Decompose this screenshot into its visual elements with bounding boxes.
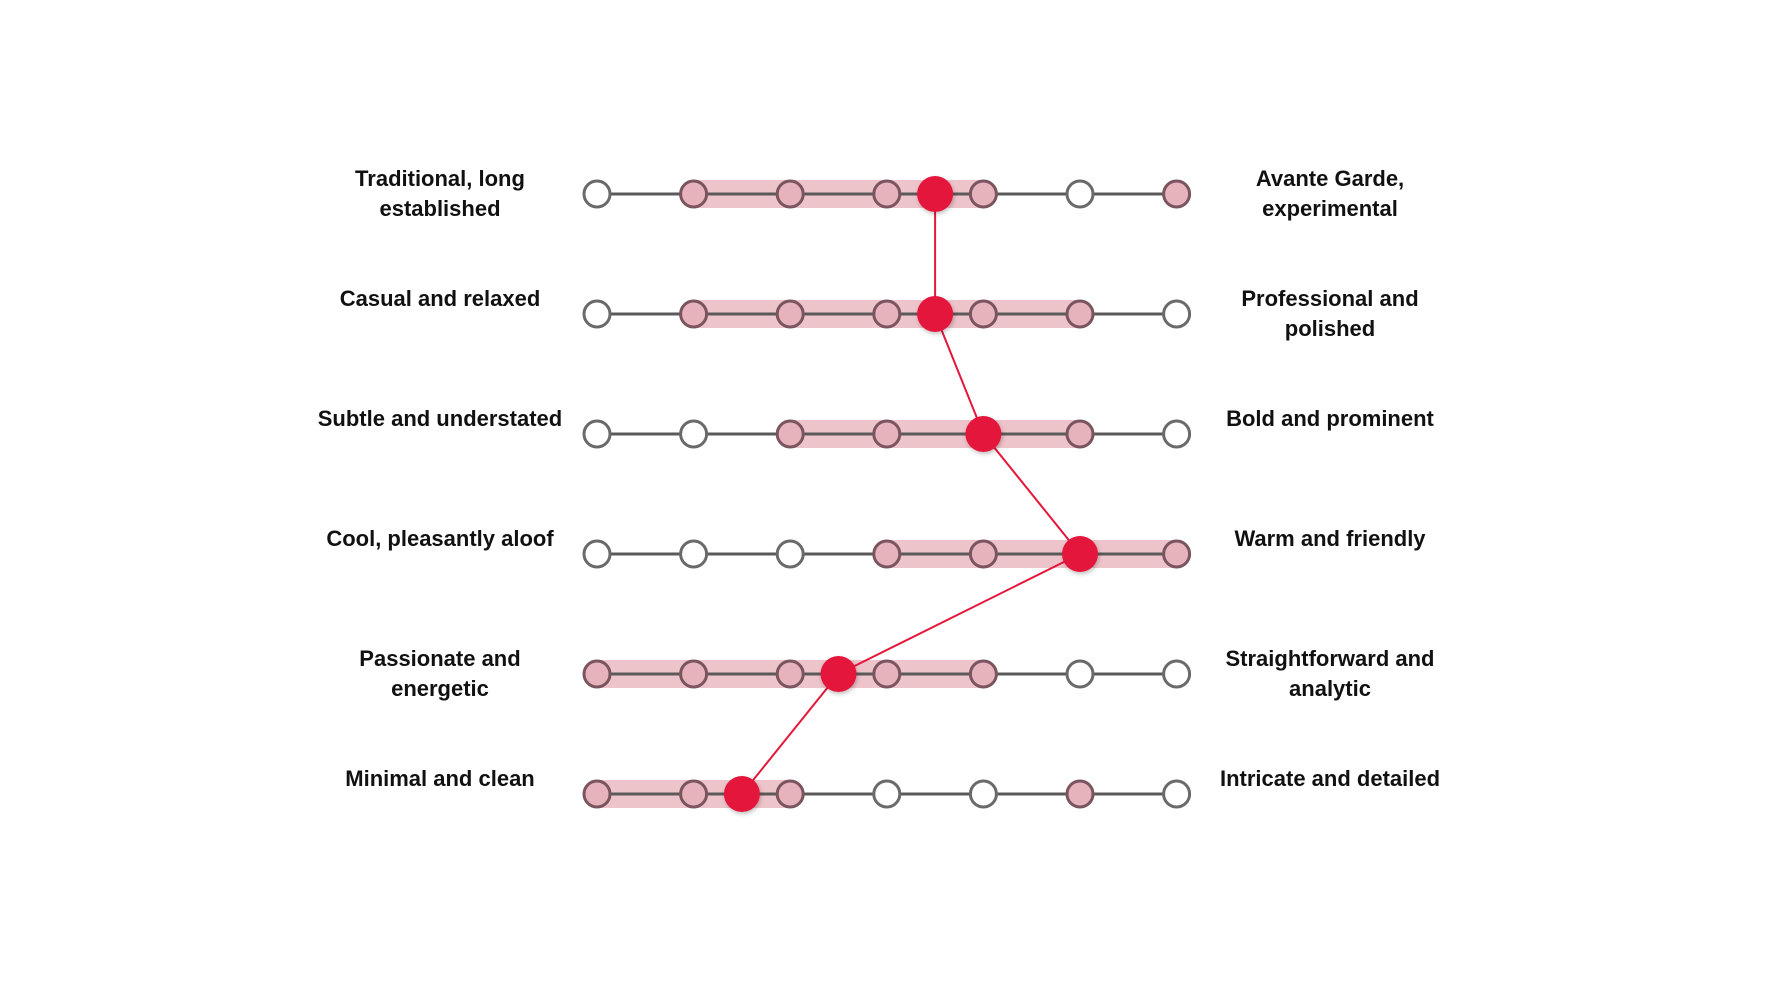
row-5-step-dot-6	[1162, 779, 1192, 809]
row-1-step-dot-5	[1065, 299, 1095, 329]
row-3-step-dot-0	[582, 539, 612, 569]
row-4-left-label: Passionate and energetic	[359, 646, 521, 701]
row-1-right-label: Professional and polished	[1241, 286, 1419, 341]
row-5-right-label: Intricate and detailed	[1219, 766, 1441, 791]
step-dots	[582, 179, 1192, 809]
row-3-step-dot-1	[679, 539, 709, 569]
row-3-value-marker	[1062, 536, 1098, 572]
row-5-step-dot-3	[872, 779, 902, 809]
row-1-left-label: Casual and relaxed	[339, 286, 541, 311]
row-1-step-dot-3	[872, 299, 902, 329]
row-1-step-dot-6	[1162, 299, 1192, 329]
row-4-step-dot-1	[679, 659, 709, 689]
row-2-step-dot-5	[1065, 419, 1095, 449]
row-5-left-label: Minimal and clean	[345, 766, 535, 791]
row-2-value-marker	[965, 416, 1002, 452]
row-2-right-label: Bold and prominent	[1226, 406, 1434, 431]
row-3-step-dot-3	[872, 539, 902, 569]
row-5-step-dot-5	[1065, 779, 1095, 809]
row-4-step-dot-3	[872, 659, 902, 689]
row-5-step-dot-0	[582, 779, 612, 809]
row-3-step-dot-2	[775, 539, 805, 569]
row-0-step-dot-2	[775, 179, 805, 209]
row-2-step-dot-2	[775, 419, 805, 449]
row-3-step-dot-4	[968, 539, 998, 569]
row-3-left-label: Cool, pleasantly aloof	[326, 526, 554, 551]
row-3-right-label: Warm and friendly	[1234, 526, 1426, 551]
row-5-step-dot-2	[775, 779, 805, 809]
row-4-step-dot-4	[968, 659, 998, 689]
row-1-value-marker	[917, 296, 954, 332]
range-bands	[597, 180, 1177, 808]
row-5-step-dot-4	[968, 779, 998, 809]
row-1-step-dot-2	[775, 299, 805, 329]
row-2-step-dot-3	[872, 419, 902, 449]
row-5-step-dot-1	[679, 779, 709, 809]
row-5-value-marker	[723, 776, 760, 812]
row-2-step-dot-6	[1162, 419, 1192, 449]
connector-3-4	[838, 553, 1081, 675]
row-4-value-marker	[820, 656, 857, 692]
row-3-step-dot-6	[1162, 539, 1192, 569]
row-0-right-label: Avante Garde, experimental	[1255, 166, 1405, 221]
value-markers	[723, 176, 1098, 812]
row-4-step-dot-0	[582, 659, 612, 689]
row-2-step-dot-1	[679, 419, 709, 449]
row-4-step-dot-6	[1162, 659, 1192, 689]
row-4-right-label: Straightforward and analytic	[1225, 646, 1435, 701]
row-0-step-dot-0	[582, 179, 612, 209]
connector-2-3	[982, 433, 1081, 555]
row-0-step-dot-6	[1162, 179, 1192, 209]
row-1-step-dot-4	[968, 299, 998, 329]
tracks	[597, 192, 1177, 796]
row-0-step-dot-5	[1065, 179, 1095, 209]
row-2-left-label: Subtle and understated	[317, 406, 563, 431]
row-4-step-dot-5	[1065, 659, 1095, 689]
row-0-left-label: Traditional, long established	[355, 166, 525, 221]
row-1-step-dot-0	[582, 299, 612, 329]
row-2-step-dot-0	[582, 419, 612, 449]
connector-4-5	[741, 673, 840, 795]
row-0-step-dot-4	[968, 179, 998, 209]
row-0-step-dot-3	[872, 179, 902, 209]
connector-1-2	[934, 313, 985, 435]
row-4-step-dot-2	[775, 659, 805, 689]
row-0-value-marker	[917, 176, 954, 212]
connector-lines	[741, 194, 1081, 795]
row-1-step-dot-1	[679, 299, 709, 329]
row-0-step-dot-1	[679, 179, 709, 209]
